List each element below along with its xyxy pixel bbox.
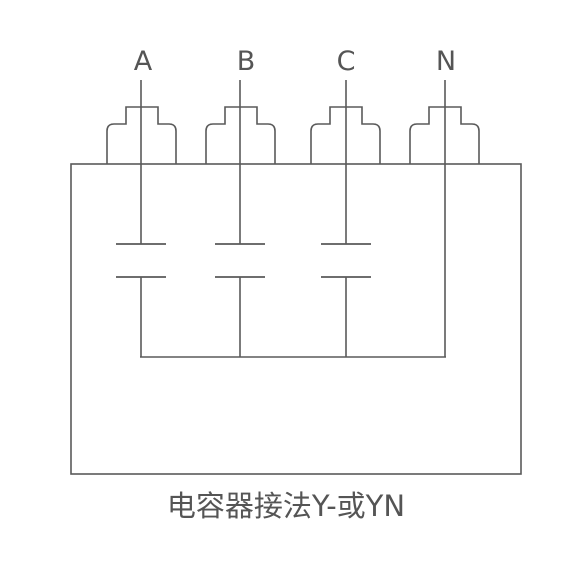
phase-b-branch <box>215 80 265 357</box>
phase-c-branch <box>321 80 371 357</box>
diagram-caption: 电容器接法Y-或YN <box>167 489 405 523</box>
capacitor-enclosure <box>70 163 522 475</box>
terminal-label-n: N <box>436 46 456 77</box>
terminal-label-b: B <box>237 46 256 77</box>
phase-a-branch <box>116 80 166 357</box>
terminal-label-a: A <box>134 46 153 77</box>
terminal-label-c: C <box>337 46 356 77</box>
bushing-b <box>205 106 276 164</box>
bushing-a <box>106 106 177 164</box>
